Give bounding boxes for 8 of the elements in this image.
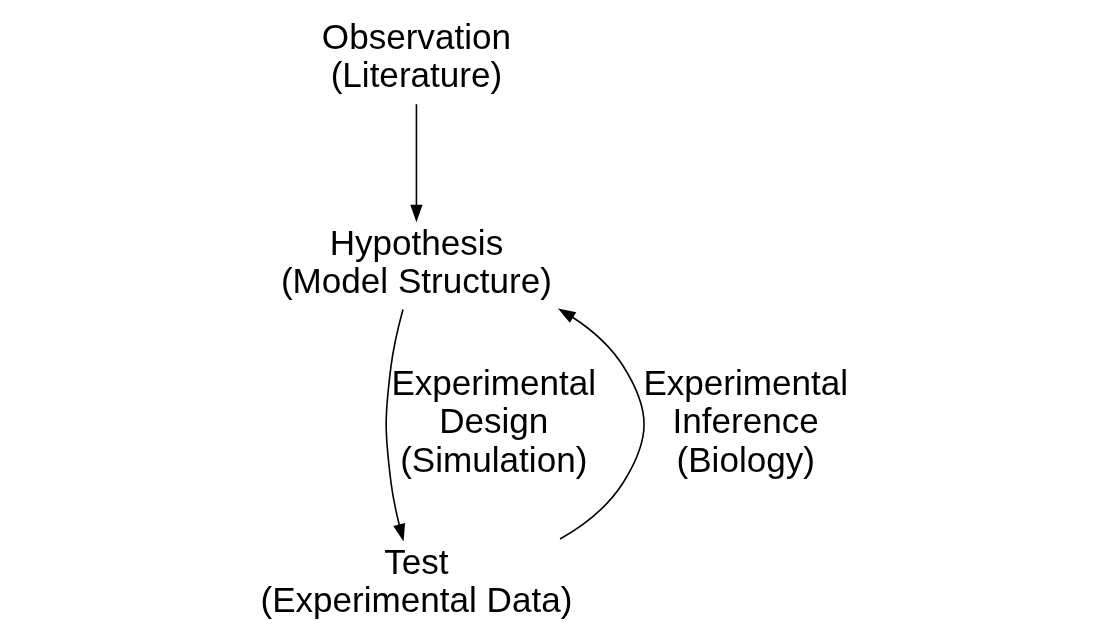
arrow	[410, 103, 423, 223]
arrow	[385, 308, 406, 542]
node-text: Hypothesis (Model Structure)	[280, 222, 552, 300]
node-text: Test (Experimental Data)	[260, 541, 573, 619]
arrow	[558, 308, 645, 540]
edge-label: Experimental Inference (Biology)	[643, 363, 849, 479]
edge-label: Experimental Design (Simulation)	[391, 363, 597, 479]
node-text: Observation (Literature)	[321, 16, 511, 95]
